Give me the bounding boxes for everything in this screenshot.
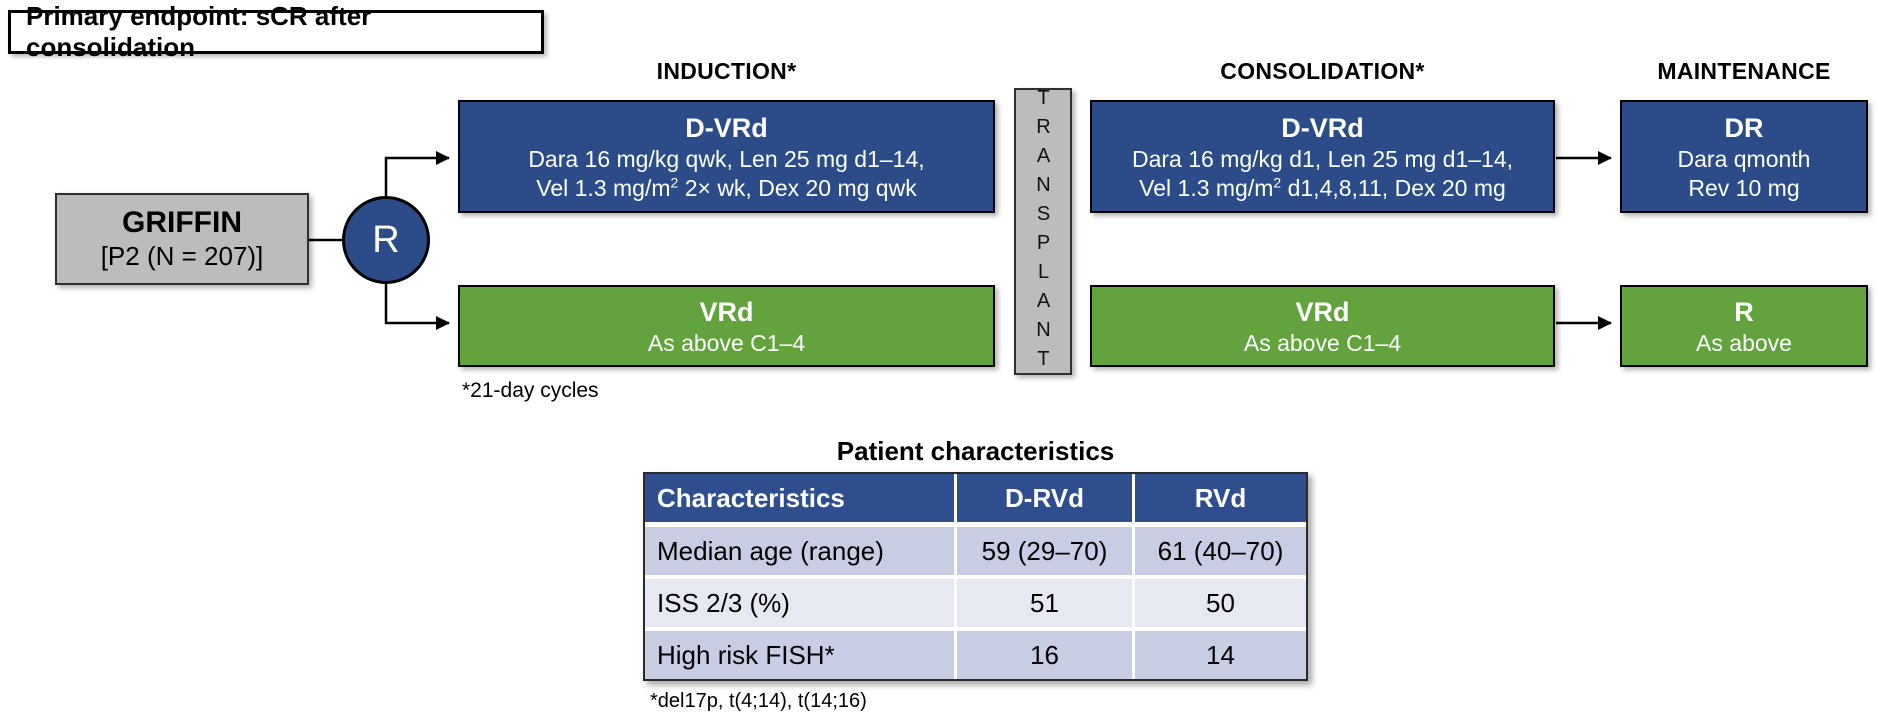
dose-text-post: d1,4,8,11, Dex 20 mg: [1281, 174, 1506, 201]
table-row-median-age: Median age (range) 59 (29–70) 61 (40–70): [645, 527, 1306, 575]
consolidation-dvrd-box: D-VRd Dara 16 mg/kg d1, Len 25 mg d1–14,…: [1090, 100, 1555, 213]
transplant-label: TRANSPLANT: [1032, 86, 1055, 377]
phase-header-maintenance: MAINTENANCE: [1657, 58, 1831, 84]
consolidation-dvrd-dose-line-1: Dara 16 mg/kg d1, Len 25 mg d1–14,: [1131, 145, 1514, 172]
table-title: Patient characteristics: [836, 436, 1115, 466]
study-detail: [P2 (N = 207)]: [100, 241, 264, 272]
connector-r-to-induction-vrd: [384, 281, 450, 330]
dose-text-pre: Vel 1.3 mg/m: [536, 174, 671, 201]
induction-dvrd-dose-line-2: Vel 1.3 mg/m2 2× wk, Dex 20 mg qwk: [536, 174, 916, 203]
consolidation-vrd-title: VRd: [1295, 296, 1350, 327]
table-row-high-risk-fish: High risk FISH* 16 14: [645, 631, 1306, 679]
transplant-box: TRANSPLANT: [1014, 86, 1072, 377]
maintenance-dr-dose-line-2: Rev 10 mg: [1688, 174, 1800, 201]
induction-dvrd-dose-line-1: Dara 16 mg/kg qwk, Len 25 mg d1–14,: [528, 145, 925, 172]
table-row-iss: ISS 2/3 (%) 51 50: [645, 579, 1306, 627]
row-label: ISS 2/3 (%): [645, 579, 957, 627]
dose-text-pre: Vel 1.3 mg/m: [1139, 174, 1274, 201]
dose-text-post: 2× wk, Dex 20 mg qwk: [678, 174, 917, 201]
study-box: GRIFFIN [P2 (N = 207)]: [55, 193, 309, 285]
table-header-rvd: RVd: [1194, 482, 1247, 513]
maintenance-dr-box: DR Dara qmonth Rev 10 mg: [1620, 100, 1868, 213]
maintenance-dr-dose-line-1: Dara qmonth: [1677, 145, 1811, 172]
maintenance-r-dose-line: As above: [1696, 329, 1792, 356]
row-value-drvd: 59 (29–70): [957, 527, 1135, 575]
induction-vrd-box: VRd As above C1–4: [458, 285, 995, 367]
fish-footnote: *del17p, t(4;14), t(14;16): [650, 690, 867, 712]
phase-header-consolidation: CONSOLIDATION*: [1220, 58, 1425, 84]
row-value-rvd: 14: [1206, 639, 1235, 670]
row-value-drvd: 51: [957, 579, 1135, 627]
study-name: GRIFFIN: [122, 205, 242, 239]
maintenance-r-box: R As above: [1620, 285, 1868, 367]
consolidation-vrd-box: VRd As above C1–4: [1090, 285, 1555, 367]
induction-dvrd-box: D-VRd Dara 16 mg/kg qwk, Len 25 mg d1–14…: [458, 100, 995, 213]
induction-dvrd-title: D-VRd: [685, 112, 768, 143]
row-value-drvd: 16: [957, 631, 1135, 679]
dose-superscript: 2: [1273, 173, 1282, 190]
phase-header-induction: INDUCTION*: [656, 58, 797, 84]
cycles-footnote: *21-day cycles: [462, 379, 599, 402]
dose-superscript: 2: [670, 173, 679, 190]
primary-endpoint-banner: Primary endpoint: sCR after consolidatio…: [8, 1, 544, 62]
table-header-drvd: D-RVd: [957, 474, 1135, 522]
row-value-rvd: 61 (40–70): [1157, 535, 1284, 566]
randomization-node: R: [342, 196, 430, 284]
induction-vrd-title: VRd: [699, 296, 754, 327]
table-header-row: Characteristics D-RVd RVd: [645, 474, 1306, 522]
primary-endpoint-text: Primary endpoint: sCR after consolidatio…: [26, 1, 372, 62]
row-label: Median age (range): [645, 527, 957, 575]
maintenance-r-title: R: [1734, 296, 1754, 327]
row-value-rvd: 50: [1206, 587, 1235, 618]
consolidation-vrd-dose-line: As above C1–4: [1243, 329, 1402, 356]
row-label: High risk FISH*: [645, 631, 957, 679]
connector-r-to-induction-dvrd: [384, 151, 450, 199]
patient-characteristics-table: Characteristics D-RVd RVd Median age (ra…: [643, 472, 1308, 681]
table-header-characteristics: Characteristics: [645, 474, 957, 522]
induction-vrd-dose-line: As above C1–4: [647, 329, 806, 356]
consolidation-dvrd-title: D-VRd: [1281, 112, 1364, 143]
consolidation-dvrd-dose-line-2: Vel 1.3 mg/m2 d1,4,8,11, Dex 20 mg: [1139, 174, 1506, 203]
maintenance-dr-title: DR: [1724, 112, 1764, 143]
randomization-label: R: [372, 218, 400, 261]
